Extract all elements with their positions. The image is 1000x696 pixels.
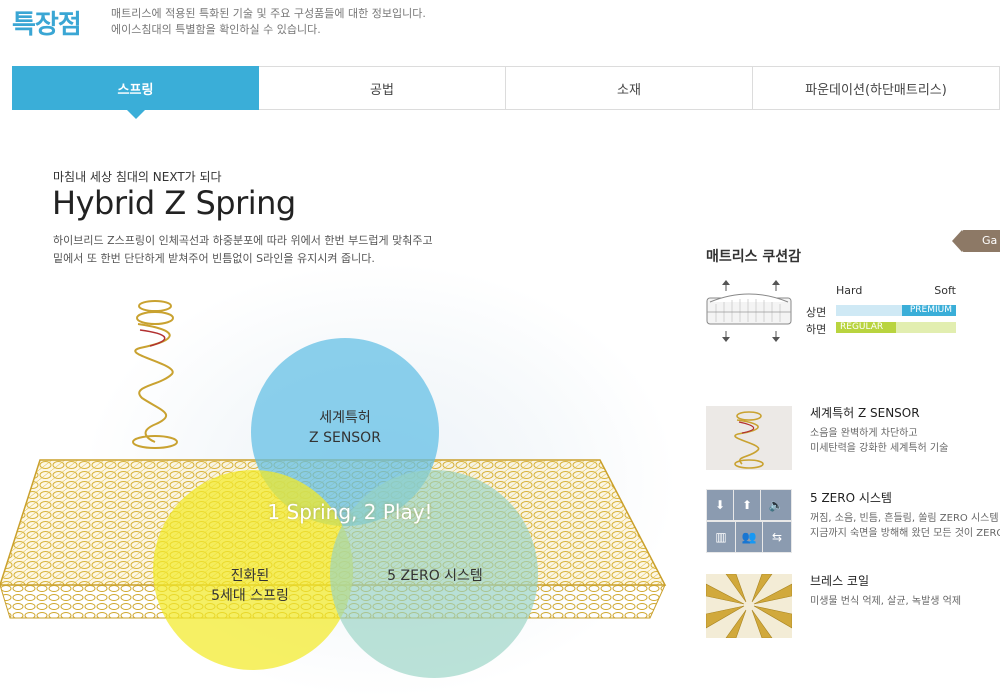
feature-desc-line: 소음을 완벽하게 차단하고	[810, 428, 918, 439]
feature-tabs: 스프링 공법 소재 파운데이션(하단매트리스)	[12, 66, 1000, 119]
z-sensor-spring-icon	[734, 411, 764, 469]
feature-desc-z-sensor: 소음을 완벽하게 차단하고 미세탄력을 강화한 세계특허 기술	[810, 426, 1000, 456]
breath-coil-thumbnail[interactable]	[706, 574, 792, 638]
zero-system-circle[interactable]	[330, 470, 538, 678]
page-title: 특장점	[12, 10, 82, 40]
feature-desc-line: 미생물 번식 억제, 살균, 녹발생 억제	[810, 596, 962, 607]
gap-zero-icon: ▥	[707, 522, 735, 552]
arrow-up-icon: ⬆	[734, 490, 760, 520]
breath-coil-icon	[706, 574, 792, 638]
circle-label-line: Z SENSOR	[309, 430, 381, 446]
feature-title-z-sensor: 세계특허 Z SENSOR	[810, 406, 920, 420]
cushion-heading: 매트리스 쿠션감	[706, 249, 802, 265]
zero-system-thumbnail[interactable]: ⬇ ⬆ 🔈 ▥ 👥 ⇆	[706, 489, 792, 553]
noise-speaker-icon: 🔈	[761, 490, 791, 520]
fifth-gen-spring-circle[interactable]	[153, 470, 353, 670]
bottom-surface-bar: REGULAR	[836, 322, 956, 333]
hero-description-line: 하이브리드 Z스프링이 인체곡선과 하중분포에 따라 위에서 한번 부드럽게 맞…	[53, 234, 433, 247]
feature-desc-line: 미세탄력을 강화한 세계특허 기술	[810, 443, 949, 454]
sag-zero-icon: ⬇	[707, 490, 733, 520]
top-surface-row: 상면 PREMIUM SOFT	[806, 304, 956, 326]
z-sensor-thumbnail[interactable]	[706, 406, 792, 470]
top-surface-fill: PREMIUM SOFT	[902, 305, 956, 326]
top-surface-label: 상면	[806, 306, 827, 319]
mattress-cushion-icon	[706, 280, 792, 342]
hero-description: 하이브리드 Z스프링이 인체곡선과 하중분포에 따라 위에서 한번 부드럽게 맞…	[53, 232, 433, 268]
cushion-scale-header: Hard Soft	[836, 284, 956, 298]
circle-label-line: 세계특허	[319, 410, 371, 426]
page-description: 매트리스에 적용된 특화된 기술 및 주요 구성품들에 대한 정보입니다. 에이…	[111, 6, 426, 38]
circle-label-line: 진화된	[230, 568, 270, 584]
hero-center-slogan: 1 Spring, 2 Play!	[267, 500, 433, 524]
z-spring-coil-illustration	[132, 300, 178, 449]
hard-label: Hard	[836, 284, 863, 297]
hero-kicker: 마침내 세상 침대의 NEXT가 되다	[53, 170, 222, 184]
feature-title-breath-coil: 브레스 코일	[810, 574, 870, 588]
hero-title: Hybrid Z Spring	[52, 184, 296, 222]
hero-description-line: 밑에서 또 한번 단단하게 받쳐주어 빈틈없이 S라인을 유지시켜 줍니다.	[53, 252, 375, 265]
cushion-tag[interactable]: Ga	[952, 230, 1000, 252]
tab-method[interactable]: 공법	[259, 66, 506, 110]
tilt-zero-icon: ⇆	[763, 522, 791, 552]
feature-desc-line: 꺼짐, 소음, 빈틈, 흔들림, 쏠림 ZERO 시스템	[810, 513, 999, 524]
bottom-surface-fill: REGULAR	[836, 322, 896, 333]
bottom-surface-row: 하면 REGULAR	[806, 321, 956, 336]
zero-system-circle-label: 5 ZERO 시스템	[370, 566, 500, 586]
feature-desc-breath-coil: 미생물 번식 억제, 살균, 녹발생 억제	[810, 594, 1000, 609]
top-surface-bar: PREMIUM SOFT	[836, 305, 956, 326]
soft-label: Soft	[934, 284, 956, 297]
tab-spring[interactable]: 스프링	[12, 66, 259, 119]
tab-foundation[interactable]: 파운데이션(하단매트리스)	[753, 66, 1000, 110]
circle-label-line: 5 ZERO 시스템	[387, 568, 483, 584]
page-description-line: 에이스침대의 특별함을 확인하실 수 있습니다.	[111, 23, 321, 36]
bottom-surface-label: 하면	[806, 323, 827, 336]
feature-title-zero-system: 5 ZERO 시스템	[810, 491, 892, 505]
feature-desc-zero-system: 꺼짐, 소음, 빈틈, 흔들림, 쏠림 ZERO 시스템 지금까지 숙면을 방해…	[810, 511, 1000, 541]
fifth-gen-spring-circle-label: 진화된 5세대 스프링	[195, 566, 305, 606]
circle-label-line: 5세대 스프링	[211, 588, 289, 604]
page-description-line: 매트리스에 적용된 특화된 기술 및 주요 구성품들에 대한 정보입니다.	[111, 7, 426, 20]
shake-zero-icon: 👥	[736, 522, 762, 552]
feature-desc-line: 지금까지 숙면을 방해해 왔던 모든 것이 ZERO	[810, 528, 1000, 539]
z-sensor-circle-label: 세계특허 Z SENSOR	[290, 408, 400, 448]
tab-material[interactable]: 소재	[506, 66, 753, 110]
